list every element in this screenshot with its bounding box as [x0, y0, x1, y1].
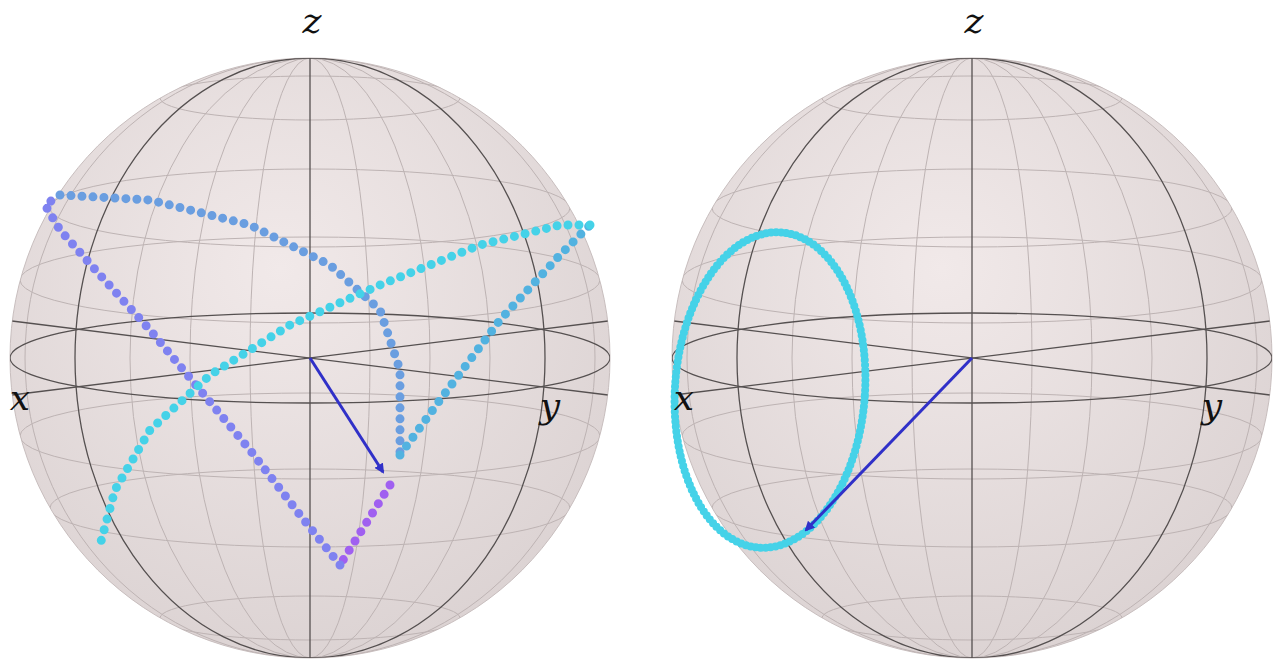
- bloch-sphere: [672, 58, 1272, 658]
- axis-label: y: [540, 388, 560, 424]
- axis-label: y: [1202, 388, 1222, 424]
- state-vector: [806, 358, 972, 530]
- state-vector: [310, 358, 383, 472]
- trajectory: [45, 195, 590, 565]
- axis-label: z: [303, 3, 322, 39]
- trajectory: [664, 226, 876, 554]
- axis-label: x: [674, 380, 694, 416]
- axis-label: x: [10, 380, 30, 416]
- bloch-sphere: [10, 58, 610, 658]
- axis-label: z: [965, 3, 984, 39]
